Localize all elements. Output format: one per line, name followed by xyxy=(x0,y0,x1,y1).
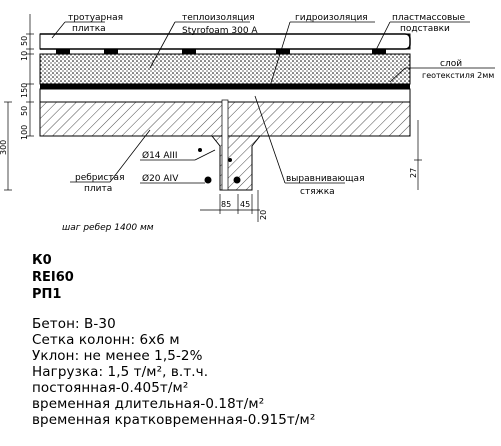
paving-tile-layer xyxy=(39,33,411,50)
leader-lines xyxy=(51,21,495,184)
dim-20: 20 xyxy=(259,210,268,220)
waterproofing-layer xyxy=(40,84,410,89)
label-plastic-supports-1: пластмассовые xyxy=(392,13,465,23)
label-insulation-1: теплоизоляция xyxy=(182,13,255,23)
label-rebar-14: Ø14 AIII xyxy=(142,150,178,161)
bottom-dimensions xyxy=(200,190,260,222)
label-geotextile-2: геотекстиля 2мм xyxy=(422,71,494,80)
spec-column-grid: Сетка колонн: 6х6 м xyxy=(32,332,180,348)
dim-300: 300 xyxy=(0,140,8,155)
roof-section-drawing: 50 10 150 50 100 300 27 85 45 20 тротуар… xyxy=(0,13,495,233)
class-rei60: REI60 xyxy=(32,270,74,285)
label-paving-tile-1: тротуарная xyxy=(68,13,123,23)
label-ribbed-slab-2: плита xyxy=(84,184,112,194)
plastic-supports xyxy=(56,49,386,54)
dim-27: 27 xyxy=(409,168,418,178)
dim-85: 85 xyxy=(221,200,231,209)
label-rebar-20: Ø20 AIV xyxy=(142,173,179,184)
label-screed-1: выравнивающая xyxy=(286,174,364,184)
dim-45: 45 xyxy=(240,200,250,209)
rebar-points xyxy=(198,148,241,184)
insulation-layer xyxy=(39,53,411,85)
spec-load: Нагрузка: 1,5 т/м², в.т.ч. xyxy=(32,364,209,380)
dim-10: 10 xyxy=(20,51,29,61)
dim-150: 150 xyxy=(20,83,29,98)
spec-concrete: Бетон: В-30 xyxy=(32,316,116,332)
spec-short-term-load: временная кратковременная-0.915т/м² xyxy=(32,412,316,428)
class-k0: К0 xyxy=(32,253,52,268)
class-rp1: РП1 xyxy=(32,287,62,302)
dim-50-mid: 50 xyxy=(20,106,29,116)
left-dimensions xyxy=(4,14,34,191)
spec-slope: Уклон: не менее 1,5-2% xyxy=(32,348,203,364)
spec-long-term-load: временная длительная-0.18т/м² xyxy=(32,396,265,412)
dim-100: 100 xyxy=(20,125,29,140)
label-rib-step: шаг ребер 1400 мм xyxy=(62,223,154,233)
right-dimension xyxy=(414,120,422,190)
ribbed-slab xyxy=(39,99,411,191)
label-screed-2: стяжка xyxy=(300,187,335,197)
label-plastic-supports-2: подставки xyxy=(400,24,450,34)
label-insulation-2: Styrofoam 300 A xyxy=(182,26,258,36)
dim-50-top: 50 xyxy=(20,36,29,46)
label-ribbed-slab-1: ребристая xyxy=(75,173,124,183)
label-waterproofing: гидроизоляция xyxy=(295,13,368,23)
spec-permanent-load: постоянная-0.405т/м² xyxy=(32,380,189,396)
label-paving-tile-2: плитка xyxy=(72,24,106,34)
label-geotextile-1: слой xyxy=(440,59,462,69)
